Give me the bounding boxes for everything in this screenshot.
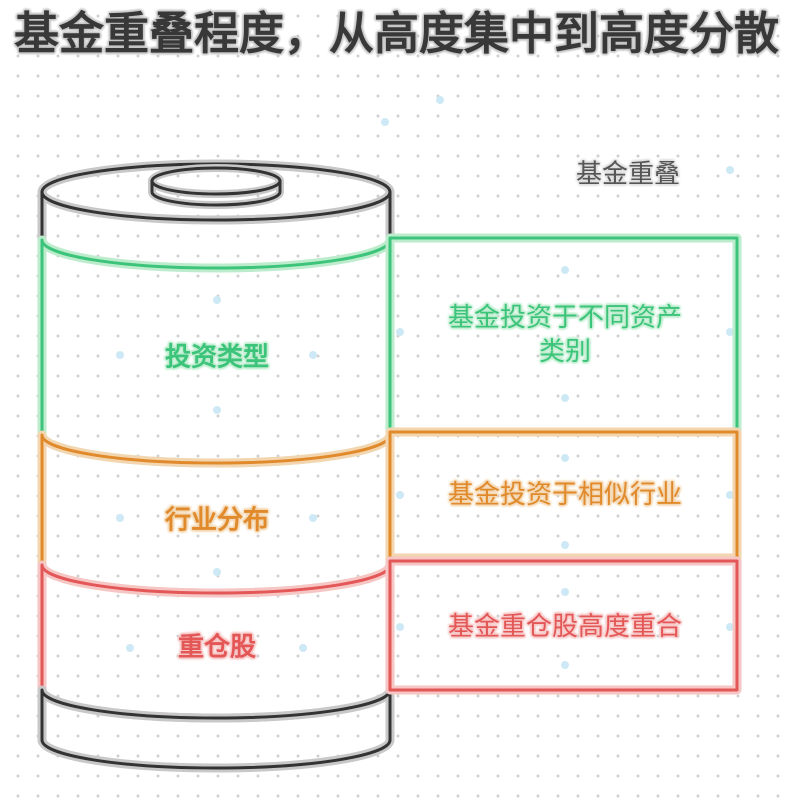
decor-dot <box>726 623 734 631</box>
decor-dot <box>213 568 221 576</box>
description-boxes <box>385 233 742 695</box>
decor-dot <box>309 514 317 522</box>
cylinder-cap <box>148 164 284 209</box>
cylinder <box>37 159 395 773</box>
decor-dot <box>561 661 569 669</box>
decor-dot <box>726 328 734 336</box>
decor-dot <box>561 541 569 549</box>
cylinder-cap-body <box>150 179 282 207</box>
cylinder-bottom-section <box>37 685 395 773</box>
layer-label-top-holdings: 重仓股 <box>177 632 257 663</box>
overlap-header: 基金重叠 <box>575 159 681 190</box>
decor-dot <box>116 351 124 359</box>
cylinder-bottom-outline <box>40 688 392 770</box>
cylinder-bottom-glow <box>37 685 395 773</box>
decor-dot <box>561 394 569 402</box>
decor-dot <box>116 514 124 522</box>
decor-dot <box>561 588 569 596</box>
decor-dot <box>381 118 389 126</box>
decor-dot <box>126 644 134 652</box>
decor-dot <box>309 351 317 359</box>
page-title: 基金重叠程度，从高度集中到高度分散 <box>13 7 779 60</box>
decor-dot <box>561 266 569 274</box>
desc-text-industry: 基金投资于相似行业 <box>447 480 682 510</box>
decor-dot <box>726 166 734 174</box>
decor-dot <box>726 491 734 499</box>
decor-dot <box>436 96 444 104</box>
decor-dots <box>116 96 734 669</box>
cylinder-cap-top <box>150 166 282 196</box>
decor-dot <box>213 406 221 414</box>
layer-label-industry: 行业分布 <box>164 505 270 536</box>
decor-dot <box>396 623 404 631</box>
decor-dot <box>213 296 221 304</box>
desc-text-investment-type: 基金投资于不同资产类别 <box>447 303 682 367</box>
desc-box-top-holdings <box>388 559 739 692</box>
desc-text-top-holdings: 基金重仓股高度重合 <box>447 612 682 642</box>
decor-dot <box>396 491 404 499</box>
decor-dot <box>299 644 307 652</box>
cylinder-top-sides <box>40 190 392 242</box>
layer-label-investment-type: 投资类型 <box>164 342 270 373</box>
decor-dot <box>561 454 569 462</box>
decor-dot <box>396 328 404 336</box>
